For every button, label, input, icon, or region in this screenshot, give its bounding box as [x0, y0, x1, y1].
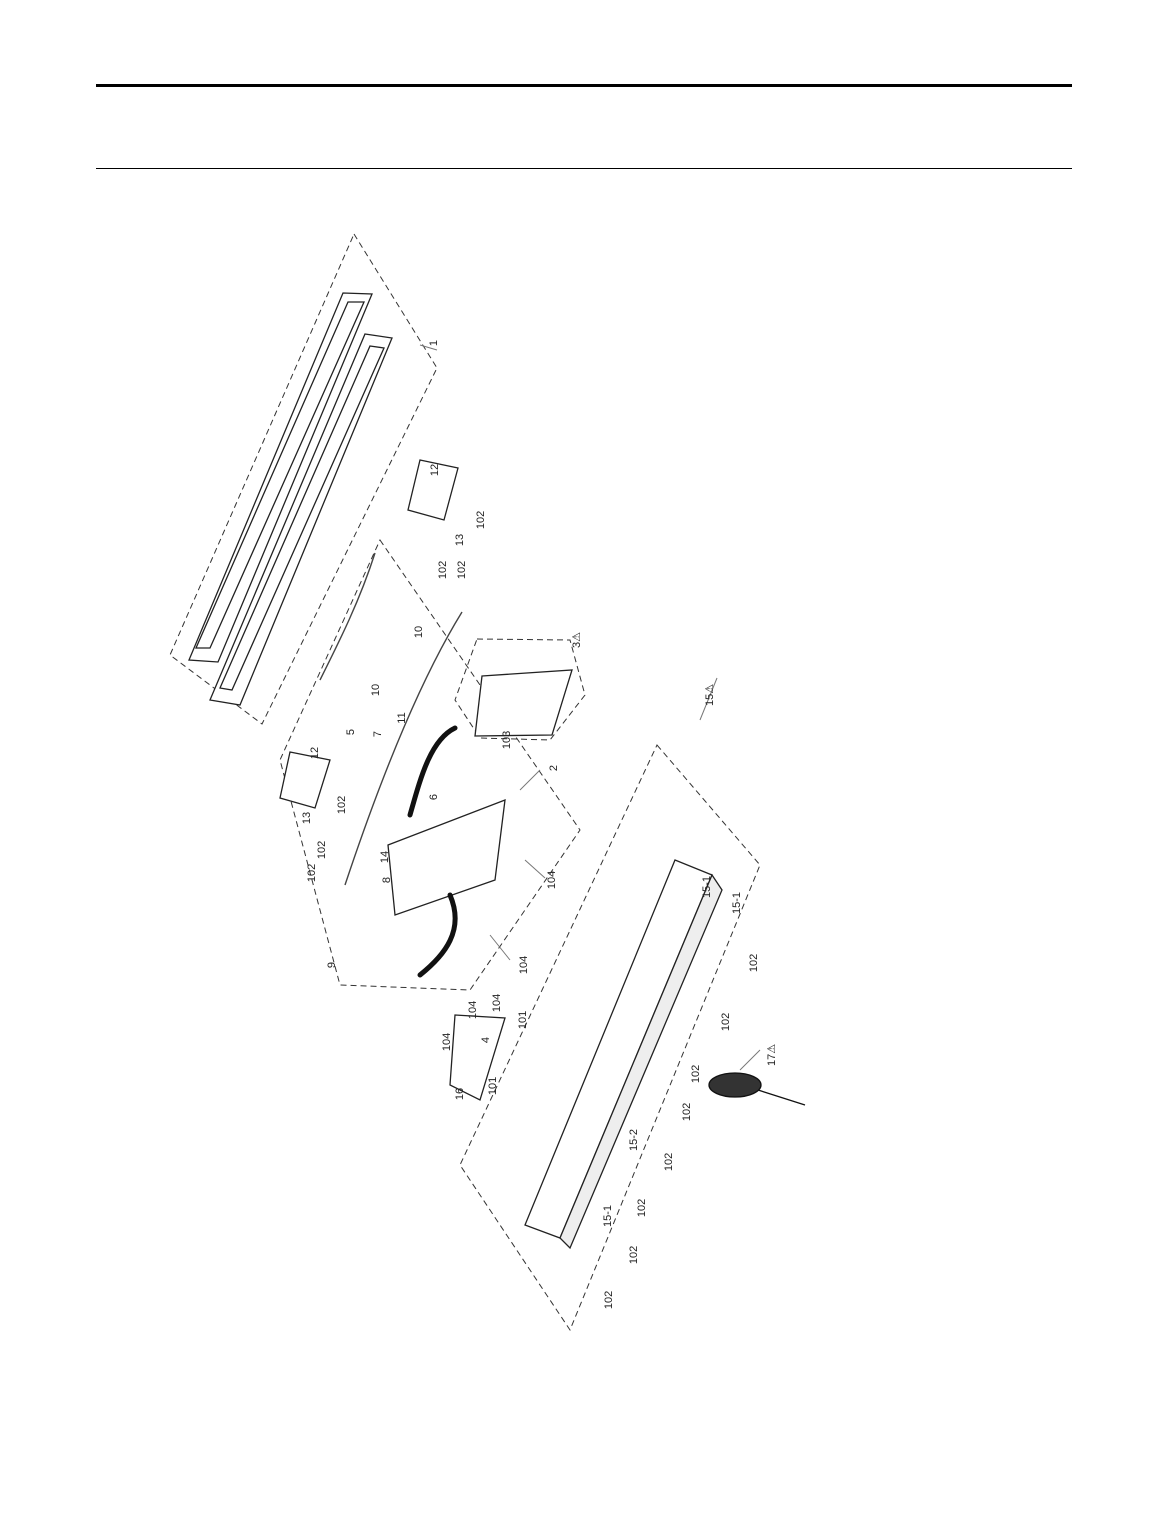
- callout-label-c10a: 10: [370, 684, 382, 696]
- pcb-assembly: [475, 670, 572, 736]
- callout-label-c102a: 102: [475, 511, 487, 529]
- callout-label-c15_1c: 15-1: [602, 1205, 614, 1227]
- flat-cable-lower: [420, 895, 455, 975]
- power-plug-line: [758, 1090, 805, 1105]
- callout-label-c102b: 102: [456, 561, 468, 579]
- flat-cable-upper: [410, 728, 455, 815]
- callout-label-c102k: 102: [663, 1153, 675, 1171]
- callout-label-c102h: 102: [720, 1013, 732, 1031]
- callout-label-c2: 2: [548, 765, 560, 771]
- callout-label-c102m: 102: [628, 1246, 640, 1264]
- speaker-unit-left: [280, 752, 330, 808]
- callout-label-c13a: 13: [454, 534, 466, 546]
- callout-label-c10b: 10: [413, 626, 425, 638]
- callout-label-c14: 14: [379, 851, 391, 863]
- callout-label-c12b: 12: [309, 747, 321, 759]
- leader-line: [525, 860, 545, 878]
- callout-label-c15: 15⚠: [704, 684, 716, 706]
- main-cabinet-side: [560, 875, 722, 1248]
- callout-label-c8: 8: [381, 877, 393, 883]
- callout-label-c104c: 104: [441, 1033, 453, 1051]
- callout-label-c3: 3⚠: [571, 632, 583, 648]
- callout-label-c16: 16: [454, 1088, 466, 1100]
- callout-label-c15_1a: 15-1: [701, 876, 713, 898]
- callout-label-c102i: 102: [690, 1065, 702, 1083]
- callout-label-c6: 6: [428, 794, 440, 800]
- callout-label-c104d: 104: [467, 1001, 479, 1019]
- main-cabinet-body: [525, 860, 712, 1238]
- callout-label-c104b: 104: [518, 956, 530, 974]
- leader-line: [520, 770, 540, 790]
- leader-line: [740, 1050, 760, 1070]
- callout-label-c102l: 102: [636, 1199, 648, 1217]
- callout-label-c15_1b: 15-1: [731, 892, 743, 914]
- main-board: [388, 800, 505, 915]
- callout-label-c11: 11: [396, 712, 408, 723]
- callout-label-c104e: 104: [491, 994, 503, 1012]
- callout-label-c7: 7: [372, 731, 384, 737]
- callout-label-c5: 5: [345, 729, 357, 735]
- callout-label-c1: 1: [428, 340, 440, 346]
- callout-label-c101b: 101: [517, 1011, 529, 1029]
- callout-label-c102n: 102: [603, 1291, 615, 1309]
- callout-label-c15_2: 15-2: [628, 1129, 640, 1151]
- callout-label-c9: 9: [326, 962, 338, 968]
- callout-label-c102f: 102: [306, 864, 318, 882]
- wire-upper: [320, 553, 375, 680]
- callout-label-c17: 17⚠: [766, 1044, 778, 1066]
- callout-label-c13b: 13: [301, 812, 313, 824]
- power-cord: [709, 1073, 761, 1097]
- callout-label-c102c: 102: [437, 561, 449, 579]
- callout-label-c101a: 101: [487, 1077, 499, 1095]
- callout-label-c102j: 102: [681, 1103, 693, 1121]
- callout-label-c4: 4: [480, 1037, 492, 1043]
- callout-label-c104a: 104: [546, 871, 558, 889]
- callout-label-c12a: 12: [429, 464, 441, 476]
- callout-layer: 123⚠456789101011121213131415⚠15-115-115-…: [301, 340, 778, 1309]
- callout-label-c102d: 102: [336, 796, 348, 814]
- callout-label-c103: 103: [501, 731, 513, 749]
- callout-label-c102e: 102: [316, 841, 328, 859]
- callout-label-c102g: 102: [748, 954, 760, 972]
